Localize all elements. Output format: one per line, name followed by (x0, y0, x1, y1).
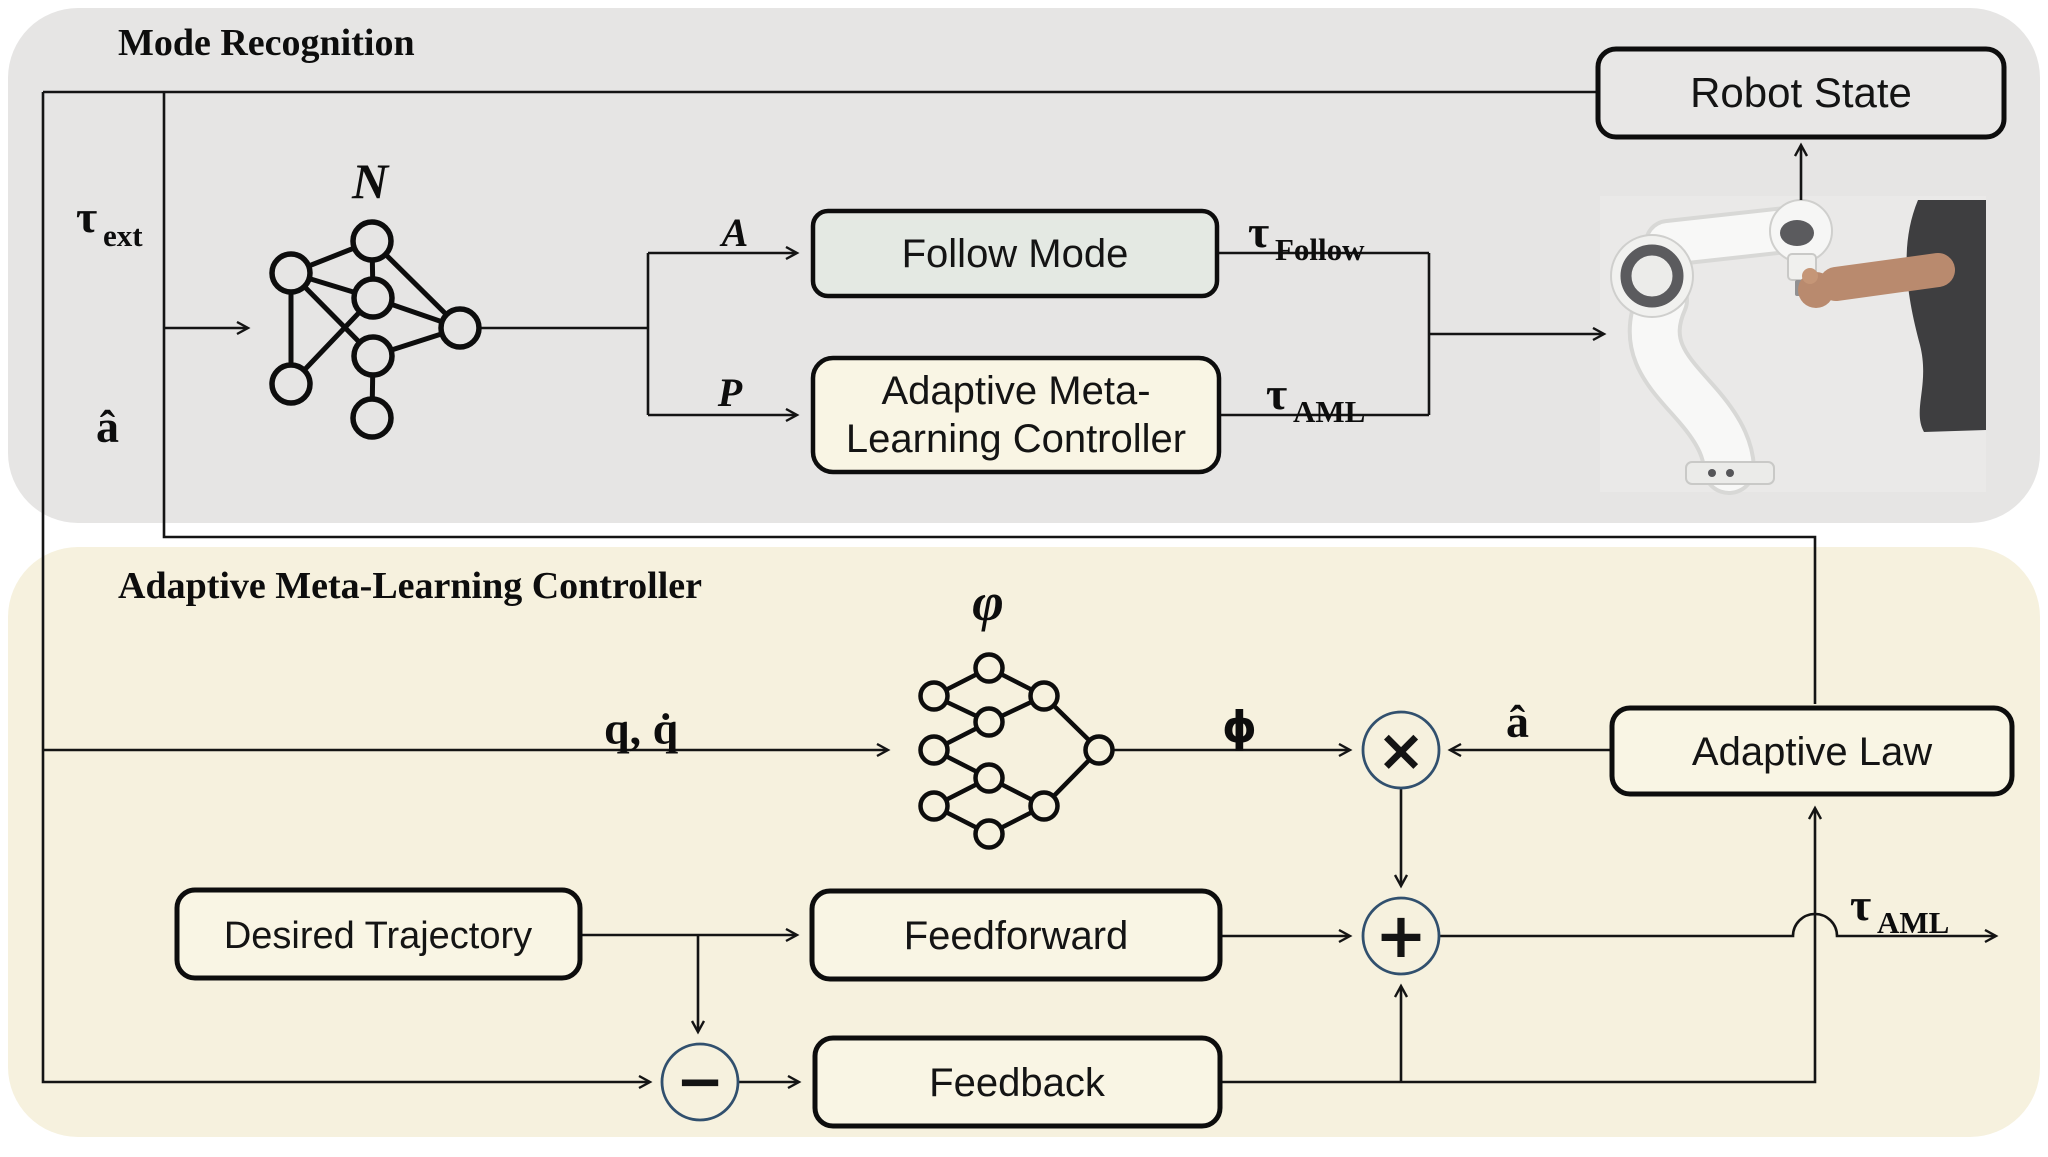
robot-wrist-cap (1780, 220, 1814, 246)
aml-controller-box: Adaptive Meta- Learning Controller (810, 355, 1222, 475)
feedforward-rect (809, 888, 1223, 982)
desired-trajectory-label: Desired Trajectory (224, 915, 532, 957)
multiply-junction: × (1361, 710, 1441, 790)
mode-network-label: N (351, 153, 390, 209)
human-thumb (1802, 268, 1818, 284)
q-qdot-label: q, q̇ (604, 703, 679, 754)
difference-junction: − (660, 1042, 740, 1122)
multiply-circle (1361, 710, 1441, 790)
tau-ext-subscript: ext (103, 218, 143, 253)
tau-aml-top-subscript: AML (1293, 394, 1365, 429)
adaptive-law-label: Adaptive Law (1692, 730, 1932, 774)
robot-state-box: Robot State (1595, 46, 2007, 140)
phi-network-label: φ (972, 572, 1004, 632)
tau-ext-label: τ (76, 191, 97, 242)
minus-icon: − (676, 1047, 725, 1115)
plus-icon: + (1375, 899, 1427, 972)
tau-aml-top-label: τ (1266, 368, 1287, 419)
mode-nn-nodes (269, 219, 482, 440)
desired-trajectory-rect (174, 887, 583, 981)
aml-controller-rect (810, 355, 1222, 475)
phi-nn-icon: φ (918, 572, 1115, 850)
phi-out-label: ϕ (1222, 702, 1257, 753)
feedforward-label: Feedforward (904, 914, 1129, 958)
branch-a-label: A (719, 210, 749, 255)
feedforward-box: Feedforward (809, 888, 1223, 982)
robot-state-rect (1595, 46, 2007, 140)
sum-junction: + (1361, 896, 1441, 976)
tau-follow-label: τ (1248, 206, 1269, 257)
desired-trajectory-box: Desired Trajectory (174, 887, 583, 981)
adaptive-law-rect (1609, 705, 2015, 797)
robot-upper-link (1648, 210, 1806, 263)
wire-tau-aml-output (1439, 912, 1996, 936)
feedback-label: Feedback (929, 1061, 1106, 1105)
a-hat-right-label: â (1506, 696, 1529, 747)
feedback-box: Feedback (812, 1035, 1223, 1129)
aml-controller-panel (8, 547, 2040, 1137)
mode-recognition-title: Mode Recognition (118, 22, 415, 64)
follow-mode-label: Follow Mode (902, 232, 1129, 276)
mode-nn-icon: N (269, 153, 482, 440)
phi-nn-nodes (918, 652, 1115, 850)
robot-arm-photo (1600, 196, 1986, 495)
robot-base-connector (1708, 469, 1716, 477)
human-forearm (1819, 253, 1955, 301)
robot-base-connector (1726, 469, 1734, 477)
wire-ahat-rail (162, 92, 1817, 704)
tau-aml-out-label: τ (1850, 879, 1871, 930)
aml-controller-label-line2: Learning Controller (846, 417, 1186, 461)
robot-elbow-ring (1620, 244, 1684, 308)
a-hat-left-label: â (96, 401, 119, 452)
follow-mode-rect (810, 208, 1220, 299)
adaptive-law-box: Adaptive Law (1609, 705, 2015, 797)
wire-feedback-to-adaptive-law (1220, 808, 1815, 1084)
feedback-rect (812, 1035, 1223, 1129)
signal-labels: τ ext â A P τ Follow τ AML q, q̇ ϕ â τ A… (76, 191, 1949, 940)
aml-controller-label-line1: Adaptive Meta- (881, 369, 1150, 413)
tau-follow-subscript: Follow (1275, 232, 1365, 267)
robot-state-label: Robot State (1690, 69, 1912, 116)
difference-circle (660, 1042, 740, 1122)
multiply-icon: × (1377, 716, 1426, 784)
branch-p-label: P (717, 370, 743, 415)
aml-controller-title: Adaptive Meta-Learning Controller (118, 565, 702, 607)
sum-circle (1361, 896, 1441, 976)
robot-lower-link (1631, 277, 1752, 491)
signal-wires (41, 90, 1996, 1084)
tau-aml-out-subscript: AML (1877, 905, 1949, 940)
follow-mode-box: Follow Mode (810, 208, 1220, 299)
wire-left-rail-to-difference (41, 92, 650, 1082)
